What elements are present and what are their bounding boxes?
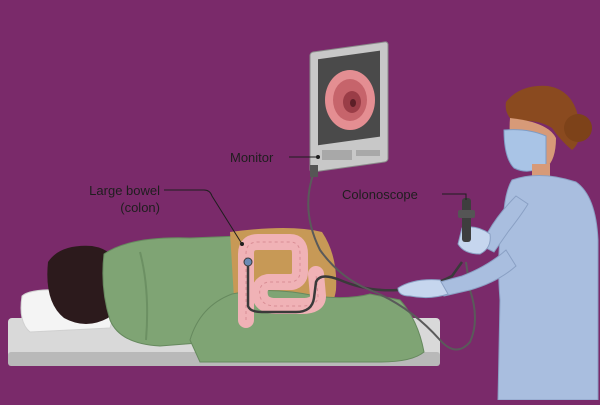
doctor-glove-right [397, 279, 449, 299]
colon [238, 234, 326, 328]
doctor [397, 85, 599, 401]
label-monitor: Monitor [230, 150, 274, 165]
monitor [309, 41, 389, 177]
label-colon: (colon) [120, 200, 160, 215]
colonoscope-handle [462, 198, 471, 242]
leader-lines [164, 155, 467, 246]
leader-colonoscope [442, 193, 467, 200]
label-large-bowel: Large bowel [89, 183, 160, 198]
doctor-arm-lower [439, 249, 517, 297]
leader-colon [164, 189, 243, 245]
scope-tip [243, 257, 253, 267]
monitor-mount [310, 165, 318, 177]
doctor-hair [505, 85, 580, 150]
label-colonoscope: Colonoscope [342, 187, 418, 202]
